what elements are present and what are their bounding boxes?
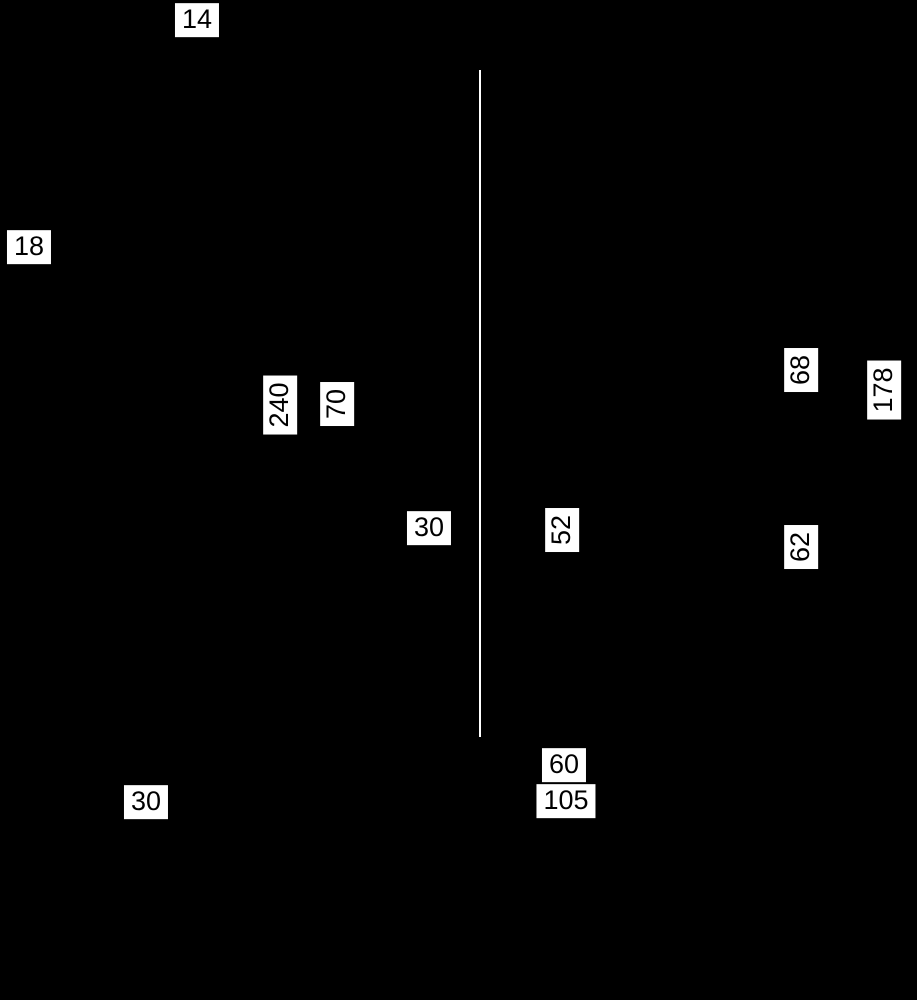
dimension-label-30-bottom: 30 <box>123 785 169 819</box>
dimension-label-240: 240 <box>263 375 297 435</box>
dimension-label-30-mid: 30 <box>406 511 452 545</box>
dimension-label-52: 52 <box>545 507 579 553</box>
vertical-centerline <box>479 70 481 737</box>
dimension-label-70: 70 <box>320 381 354 427</box>
dimension-label-14: 14 <box>174 3 220 37</box>
dimension-label-18: 18 <box>6 230 52 264</box>
dimension-label-68: 68 <box>784 347 818 393</box>
dimension-label-178: 178 <box>867 360 901 420</box>
dimension-label-62: 62 <box>784 524 818 570</box>
dimension-label-60: 60 <box>541 748 587 782</box>
dimension-label-105: 105 <box>536 784 596 818</box>
